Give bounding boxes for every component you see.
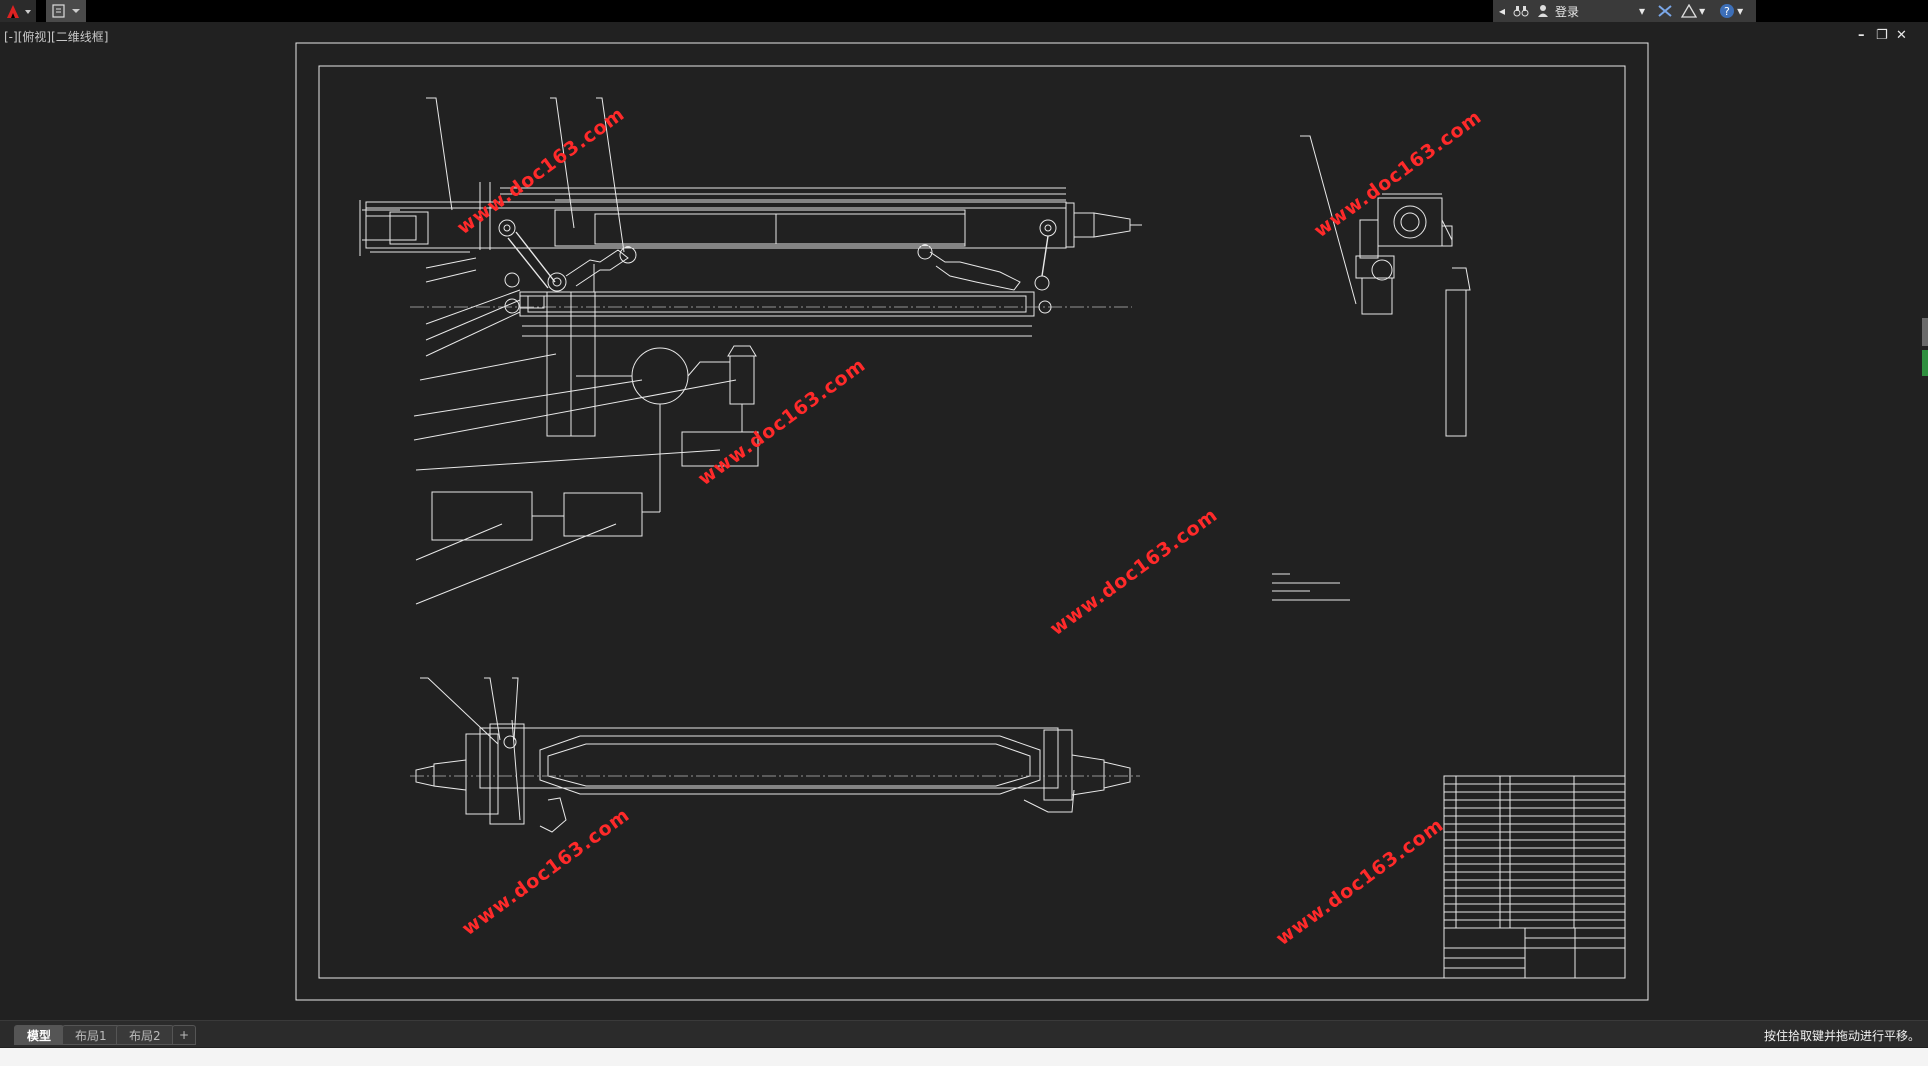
infocenter-bar: ◂ 登录 ▾ ▾ ? ▾ xyxy=(1493,0,1756,22)
help-icon[interactable]: ? xyxy=(1719,3,1735,19)
edit-icon xyxy=(52,4,80,18)
signin-button[interactable]: 登录 xyxy=(1555,4,1580,19)
status-bar xyxy=(0,1048,1928,1066)
navigation-bar-handle[interactable] xyxy=(1922,318,1928,346)
binoculars-icon[interactable] xyxy=(1513,4,1529,18)
sheet-inner-border xyxy=(318,65,1626,979)
close-icon[interactable]: ✕ xyxy=(1896,28,1907,43)
bottom-view xyxy=(410,677,1140,833)
viewport-controls-label[interactable]: [-][俯视][二维线框] xyxy=(4,30,109,44)
a360-icon[interactable] xyxy=(1681,4,1698,18)
title-block xyxy=(1443,775,1626,979)
add-layout-button[interactable]: + xyxy=(172,1025,197,1045)
watermark-text: www.doc163.com xyxy=(453,103,629,239)
tab-layout2[interactable]: 布局2 xyxy=(116,1025,174,1045)
watermark-text: www.doc163.com xyxy=(458,804,634,940)
side-view xyxy=(1300,135,1471,437)
svg-text:?: ? xyxy=(1724,5,1730,18)
exchange-icon[interactable] xyxy=(1657,4,1673,18)
main-view xyxy=(359,97,1142,605)
restore-icon[interactable]: ❐ xyxy=(1876,28,1888,43)
scroll-left-icon[interactable]: ◂ xyxy=(1499,4,1506,18)
autocad-logo-icon xyxy=(7,5,31,18)
drawing-canvas[interactable]: www.doc163.com www.doc163.com www.doc163… xyxy=(0,22,1920,1020)
tab-model[interactable]: 模型 xyxy=(14,1025,65,1045)
user-icon xyxy=(1537,4,1549,18)
signin-dropdown-icon[interactable]: ▾ xyxy=(1639,4,1646,18)
title-bar: ◂ 登录 ▾ ▾ ? ▾ xyxy=(0,0,1928,22)
watermark-text: www.doc163.com xyxy=(694,354,870,490)
a360-dropdown-icon[interactable]: ▾ xyxy=(1699,4,1706,18)
application-menu-button[interactable] xyxy=(0,0,36,22)
watermark-text: www.doc163.com xyxy=(1046,504,1222,640)
quick-access-toolbar[interactable] xyxy=(46,0,86,22)
technical-notes xyxy=(1272,573,1350,601)
watermark-text: www.doc163.com xyxy=(1310,106,1486,242)
watermark-text: www.doc163.com xyxy=(1272,814,1448,950)
navigation-bar-indicator[interactable] xyxy=(1922,350,1928,376)
help-dropdown-icon[interactable]: ▾ xyxy=(1737,4,1744,18)
layout-tabs-bar: 模型 布局1 布局2 + xyxy=(0,1020,1928,1047)
status-message: 按住拾取键并拖动进行平移。 xyxy=(1763,1029,1920,1043)
tab-layout1[interactable]: 布局1 xyxy=(62,1025,120,1045)
sheet-outer-border xyxy=(295,42,1649,1001)
minimize-icon[interactable]: – xyxy=(1858,28,1865,43)
